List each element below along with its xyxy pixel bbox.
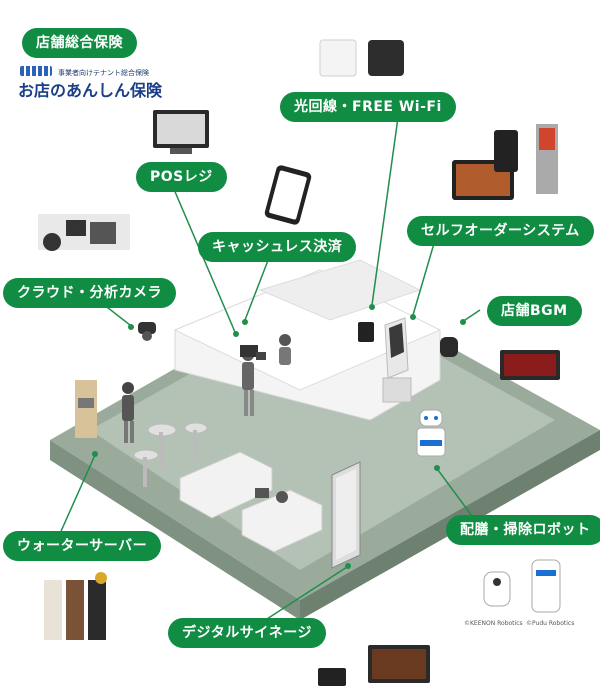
label-self-order: セルフオーダーシステム bbox=[407, 216, 594, 246]
water-server-products bbox=[44, 572, 107, 640]
sofa-seating bbox=[179, 451, 323, 553]
credit-pudu: ©Pudu Robotics bbox=[526, 620, 575, 627]
logo-title: お店のあんしん保険 bbox=[18, 81, 163, 100]
router-products bbox=[319, 39, 404, 77]
stools bbox=[133, 422, 208, 487]
robot-products bbox=[483, 559, 561, 613]
label-signage: デジタルサイネージ bbox=[168, 618, 326, 648]
water-server-illustration bbox=[75, 380, 97, 438]
pos-terminal bbox=[240, 345, 266, 360]
label-fiber-wifi: 光回線・FREE Wi-Fi bbox=[280, 92, 456, 122]
credit-keenon: ©KEENON Robotics bbox=[464, 620, 523, 627]
ceiling-camera bbox=[138, 322, 156, 341]
pos-monitor-product bbox=[153, 110, 209, 154]
smartphone-product bbox=[264, 165, 312, 225]
label-delivery-robot: 配膳・掃除ロボット bbox=[446, 515, 600, 545]
label-cloud-camera: クラウド・分析カメラ bbox=[3, 278, 176, 308]
wifi-router bbox=[358, 322, 374, 342]
signage-stand bbox=[331, 461, 361, 569]
signage-products bbox=[318, 645, 430, 686]
tablet-kiosk-product bbox=[452, 124, 558, 200]
bgm-speaker bbox=[440, 337, 458, 357]
robot-illustration bbox=[416, 409, 446, 457]
connector-dots bbox=[92, 304, 466, 569]
label-water-server: ウォーターサーバー bbox=[3, 531, 162, 561]
label-bgm: 店舗BGM bbox=[487, 296, 582, 326]
customer-figure bbox=[122, 382, 134, 443]
camera-products bbox=[38, 214, 130, 251]
label-cashless: キャッシュレス決済 bbox=[198, 232, 357, 262]
insurance-logo: 事業者向けテナント総合保険 お店のあんしん保険 bbox=[18, 66, 168, 100]
logo-tagline: 事業者向けテナント総合保険 bbox=[58, 69, 149, 77]
bgm-products bbox=[500, 350, 560, 380]
label-insurance: 店舗総合保険 bbox=[22, 28, 137, 58]
label-pos: POSレジ bbox=[136, 162, 227, 192]
self-order-kiosk bbox=[382, 317, 412, 403]
logo-roof-icon bbox=[20, 66, 52, 76]
